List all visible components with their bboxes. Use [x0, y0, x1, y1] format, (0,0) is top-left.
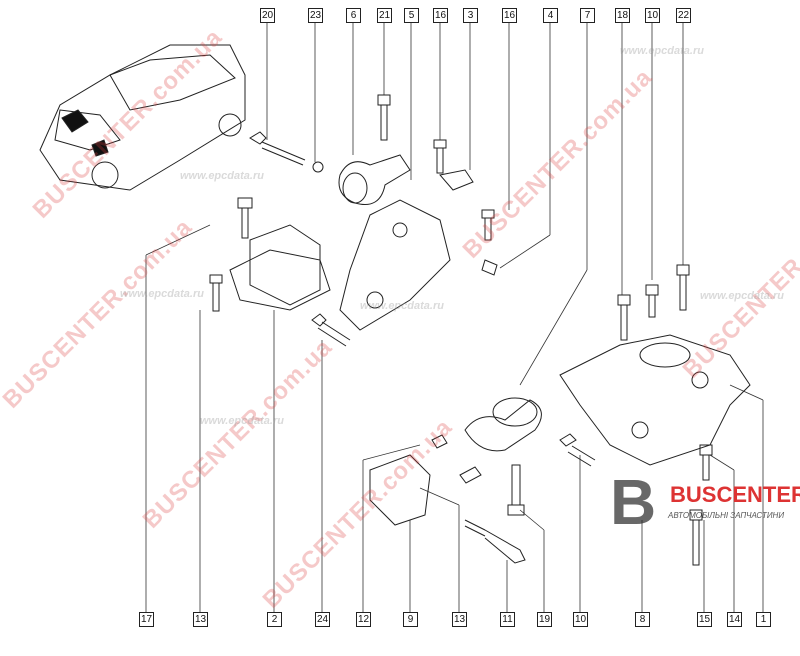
vehicle-illustration [39, 44, 246, 191]
callout-label: 14 [727, 612, 742, 627]
callout-label: 4 [543, 8, 558, 23]
logo-name: BUSCENTER [670, 482, 800, 507]
logo-letter: B [610, 466, 657, 538]
callout-label: 10 [645, 8, 660, 23]
callout-label: 19 [537, 612, 552, 627]
callout-label: 3 [463, 8, 478, 23]
callout-label: 15 [697, 612, 712, 627]
callout-label: 11 [500, 612, 515, 627]
callout-label: 6 [346, 8, 361, 23]
callout-label: 13 [193, 612, 208, 627]
callout-label: 13 [452, 612, 467, 627]
callout-label: 1 [756, 612, 771, 627]
logo-tagline: АВТОМОБІЛЬНІ ЗАПЧАСТИНИ [668, 511, 785, 520]
watermark-site: www.epcdata.ru [700, 290, 784, 302]
watermark-site: www.epcdata.ru [180, 170, 264, 182]
parts [209, 94, 751, 566]
callout-label: 24 [315, 612, 330, 627]
callout-label: 22 [676, 8, 691, 23]
callout-label: 2 [267, 612, 282, 627]
callout-label: 23 [308, 8, 323, 23]
callout-label: 8 [635, 612, 650, 627]
watermark-site: www.epcdata.ru [620, 45, 704, 57]
buscenter-logo: B BUSCENTER АВТОМОБІЛЬНІ ЗАПЧАСТИНИ [610, 470, 800, 550]
callout-label: 10 [573, 612, 588, 627]
callout-label: 16 [433, 8, 448, 23]
callout-label: 18 [615, 8, 630, 23]
callout-label: 12 [356, 612, 371, 627]
callout-label: 16 [502, 8, 517, 23]
callout-label: 5 [404, 8, 419, 23]
callout-label: 21 [377, 8, 392, 23]
callout-label: 9 [403, 612, 418, 627]
callout-label: 20 [260, 8, 275, 23]
callout-label: 17 [139, 612, 154, 627]
watermark-site: www.epcdata.ru [200, 415, 284, 427]
watermark-site: www.epcdata.ru [360, 300, 444, 312]
callout-label: 7 [580, 8, 595, 23]
watermark-site: www.epcdata.ru [120, 288, 204, 300]
